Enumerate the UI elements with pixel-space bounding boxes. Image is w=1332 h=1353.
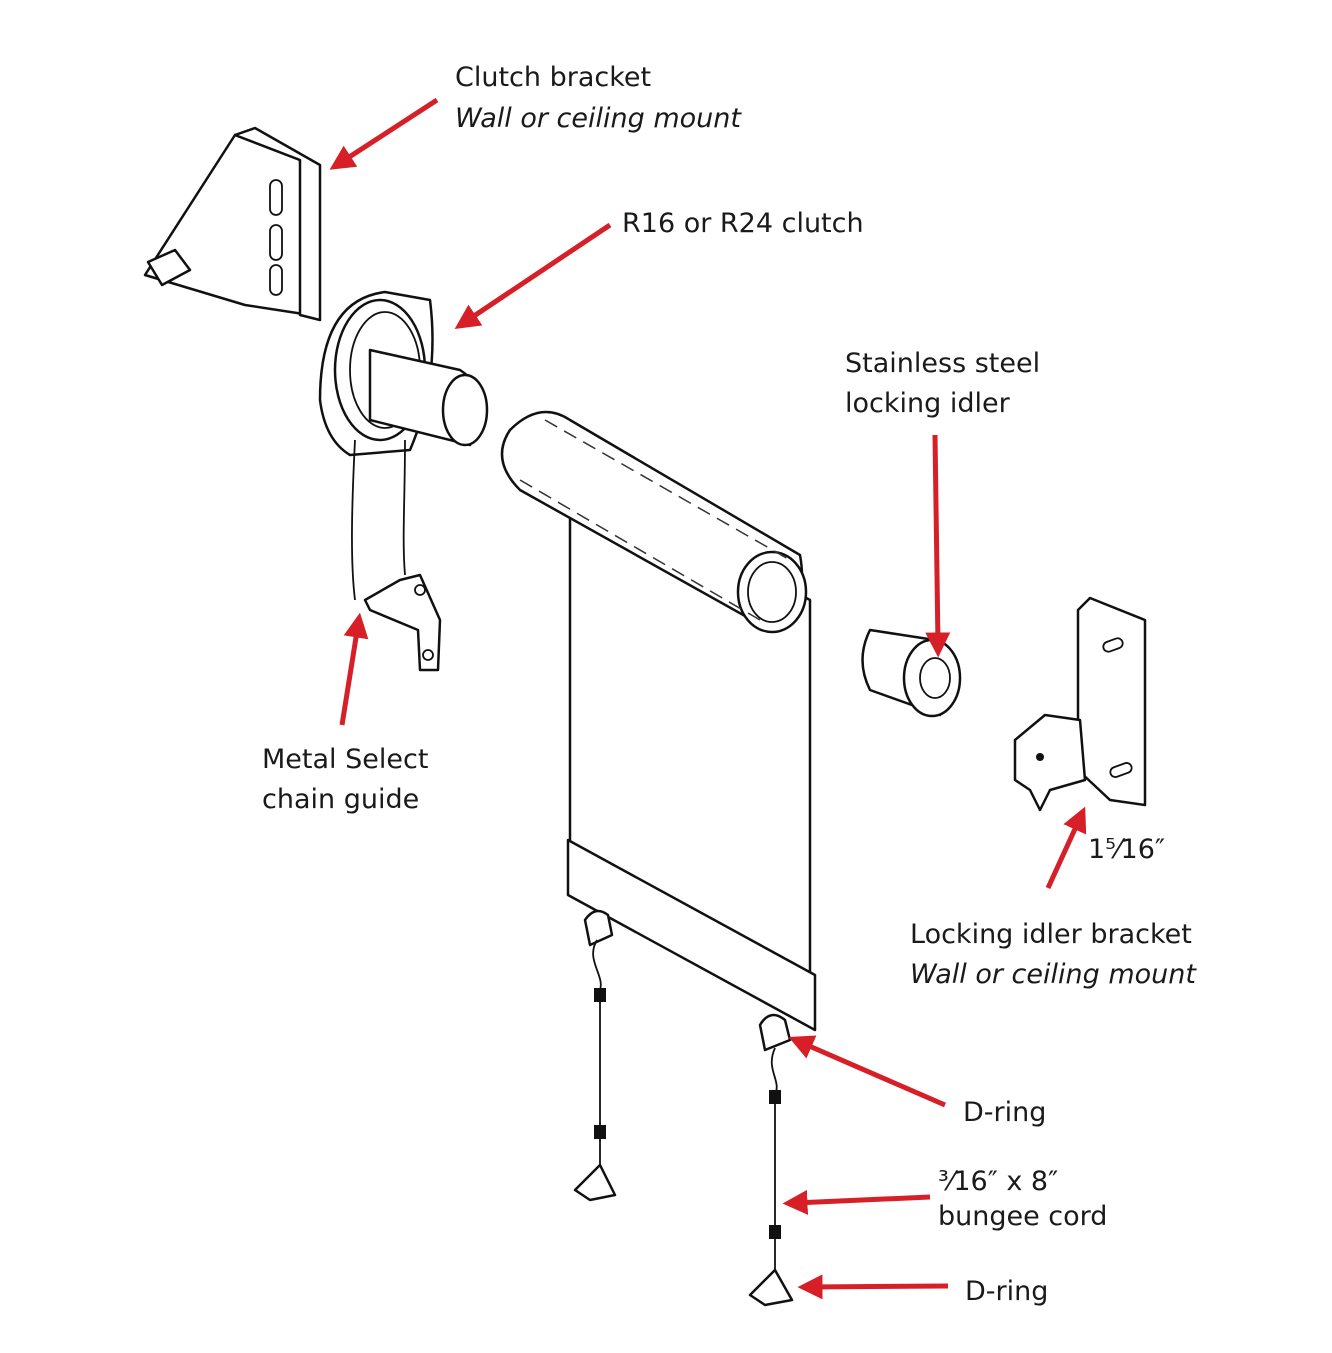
label-idler-bracket-mount: Wall or ceiling mount xyxy=(910,959,1197,990)
chain-guide-part xyxy=(363,573,442,672)
clutch-bracket-part xyxy=(143,126,322,322)
callout-arrows xyxy=(329,97,1087,1300)
arrow-chain-guide xyxy=(339,612,369,726)
arrow-d-ring-top xyxy=(788,1035,946,1108)
label-chain-guide-2: chain guide xyxy=(262,784,419,815)
bungee-cord-right xyxy=(748,1013,794,1307)
label-clutch-bracket-mount: Wall or ceiling mount xyxy=(455,103,742,134)
label-clutch-bracket: Clutch bracket xyxy=(455,62,651,93)
label-bungee: bungee cord xyxy=(938,1201,1107,1232)
label-chain-guide-1: Metal Select xyxy=(262,744,428,775)
arrow-idler-bracket xyxy=(1045,806,1087,890)
arrow-d-ring-bottom xyxy=(797,1274,949,1300)
bungee-cord-left xyxy=(573,909,617,1202)
label-d-ring-top: D-ring xyxy=(963,1097,1046,1128)
label-idler-bracket: Locking idler bracket xyxy=(910,919,1192,950)
locking-idler-part xyxy=(861,628,962,718)
label-clutch: R16 or R24 clutch xyxy=(622,208,864,239)
label-idler-2: locking idler xyxy=(845,388,1011,419)
label-d-ring-bottom: D-ring xyxy=(965,1276,1048,1307)
arrow-clutch-bracket xyxy=(329,97,439,170)
clutch-part xyxy=(318,290,489,601)
arrow-bungee xyxy=(782,1189,931,1215)
label-bungee-size: ³⁄16″ x 8″ xyxy=(938,1166,1058,1197)
label-dimension: 1⁵⁄16″ xyxy=(1088,834,1165,865)
roller-tube-part xyxy=(500,410,817,1032)
label-idler-1: Stainless steel xyxy=(845,348,1040,379)
arrow-clutch xyxy=(454,222,612,329)
locking-idler-bracket-part xyxy=(1013,596,1147,812)
arrow-idler xyxy=(925,434,951,658)
